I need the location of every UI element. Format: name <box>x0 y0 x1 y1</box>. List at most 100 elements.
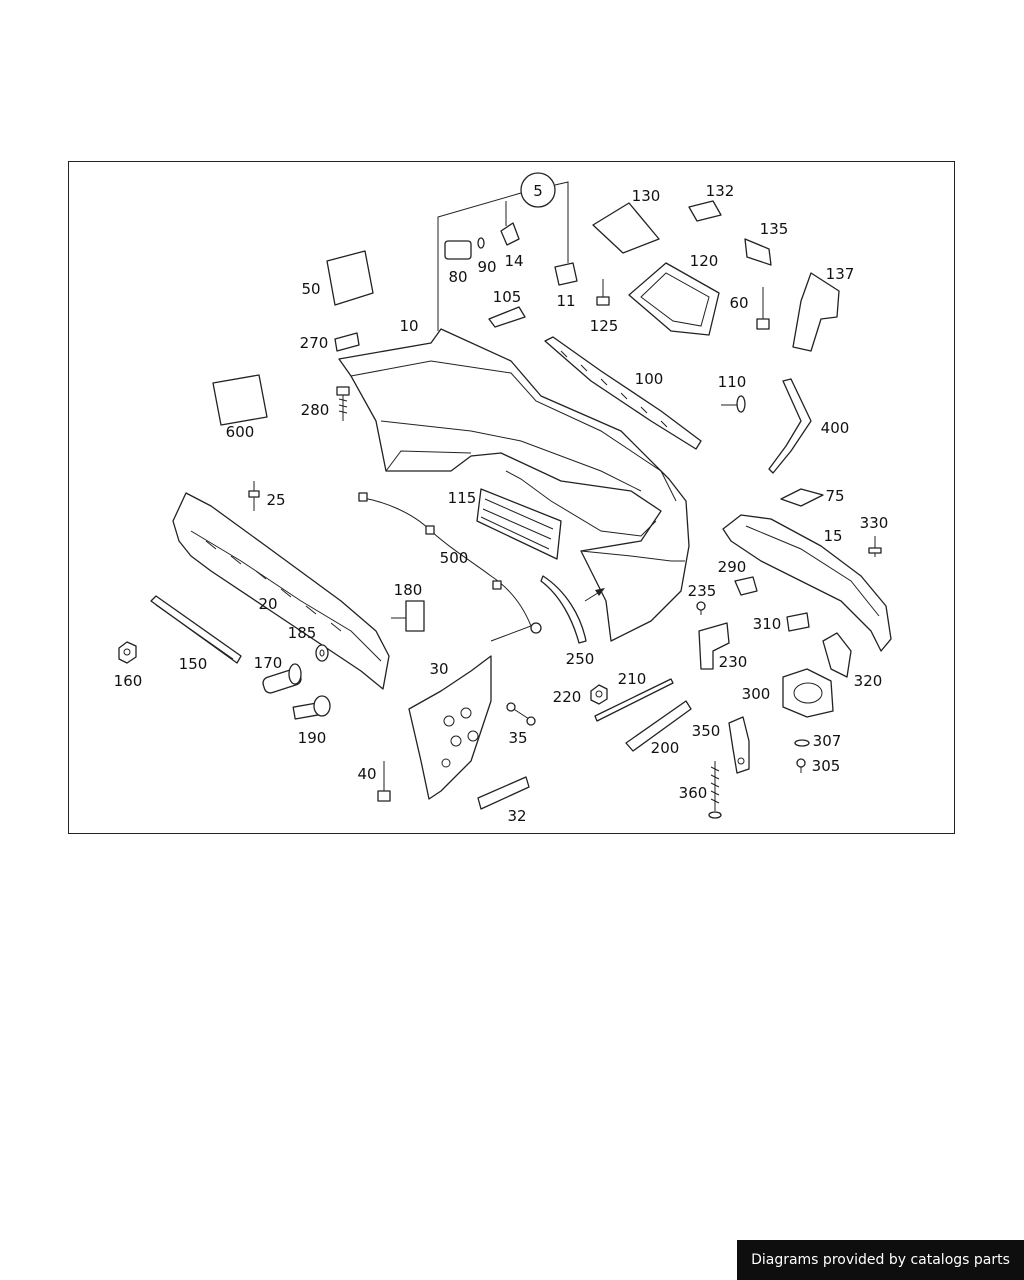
label-11: 11 <box>556 292 575 310</box>
trim-strip-210 <box>594 678 674 722</box>
label-230: 230 <box>719 653 748 671</box>
label-235: 235 <box>688 582 717 600</box>
plate-50 <box>326 250 374 306</box>
label-250: 250 <box>566 650 595 668</box>
label-280: 280 <box>301 401 330 419</box>
sensor-80 <box>444 240 472 260</box>
label-300: 300 <box>742 685 771 703</box>
grille-insert <box>476 488 562 560</box>
label-305: 305 <box>812 757 841 775</box>
clip-310 <box>786 612 810 632</box>
bracket-180 <box>391 600 425 632</box>
group-5-callout <box>437 172 569 331</box>
clip-290 <box>734 576 758 596</box>
label-10: 10 <box>399 317 418 335</box>
sticker-75 <box>780 488 824 507</box>
label-200: 200 <box>651 739 680 757</box>
label-60: 60 <box>729 294 748 312</box>
direction-arrow <box>584 588 605 602</box>
exploded-parts-diagram: 5 10 11 14 15 20 25 30 32 35 40 50 60 75… <box>114 172 892 825</box>
washer-90 <box>477 237 485 249</box>
label-132: 132 <box>706 182 735 200</box>
label-307: 307 <box>813 732 842 750</box>
bolt-190 <box>292 695 331 720</box>
label-105: 105 <box>493 288 522 306</box>
cover-130 <box>592 202 660 254</box>
label-270: 270 <box>300 334 329 352</box>
label-160: 160 <box>114 672 143 690</box>
label-150: 150 <box>179 655 208 673</box>
clip-270 <box>334 332 360 352</box>
label-125: 125 <box>590 317 619 335</box>
bolt-305 <box>796 758 806 773</box>
label-310: 310 <box>753 615 782 633</box>
bolt-330 <box>868 536 882 557</box>
bolt-235 <box>696 601 706 615</box>
label-220: 220 <box>553 688 582 706</box>
washer-185 <box>315 644 329 662</box>
reinforcement-strip <box>150 595 242 664</box>
label-400: 400 <box>821 419 850 437</box>
credit-banner: Diagrams provided by catalogs parts <box>737 1240 1024 1280</box>
label-290: 290 <box>718 558 747 576</box>
tailpipe-housing <box>782 668 834 718</box>
clip-132 <box>688 200 722 222</box>
bracket-350 <box>728 716 750 774</box>
frame-120 <box>628 262 720 336</box>
clip-135 <box>744 238 772 266</box>
label-40: 40 <box>357 765 376 783</box>
label-185: 185 <box>288 624 317 642</box>
screw-360 <box>708 761 722 819</box>
clip-14 <box>500 222 520 246</box>
reflector <box>477 776 530 810</box>
label-180: 180 <box>394 581 423 599</box>
nut-220 <box>590 684 608 705</box>
label-90: 90 <box>477 258 496 276</box>
side-trim-400 <box>768 378 812 474</box>
bracket-200 <box>625 700 692 752</box>
rivet-40 <box>377 761 391 802</box>
diffuser-15 <box>722 514 892 652</box>
label-170: 170 <box>254 654 283 672</box>
clip-35 <box>506 702 536 726</box>
bracket-320 <box>822 632 852 678</box>
label-600: 600 <box>226 423 255 441</box>
clip-110 <box>721 395 746 413</box>
upper-trim-100 <box>544 336 702 450</box>
label-360: 360 <box>679 784 708 802</box>
rivet-125 <box>596 279 610 306</box>
wiring-harness <box>358 492 542 642</box>
label-25: 25 <box>266 491 285 509</box>
trim-strip-250 <box>540 575 587 644</box>
lower-panel <box>408 655 492 800</box>
pad-105 <box>488 306 526 328</box>
label-130: 130 <box>632 187 661 205</box>
washer-307 <box>794 739 810 747</box>
label-137: 137 <box>826 265 855 283</box>
clip-11 <box>554 262 578 286</box>
label-35: 35 <box>508 729 527 747</box>
label-320: 320 <box>854 672 883 690</box>
label-115: 115 <box>448 489 477 507</box>
label-75: 75 <box>825 487 844 505</box>
cover-600 <box>212 374 268 426</box>
rivet-60 <box>756 287 770 330</box>
label-120: 120 <box>690 252 719 270</box>
label-330: 330 <box>860 514 889 532</box>
bolt-280 <box>336 386 350 421</box>
label-190: 190 <box>298 729 327 747</box>
label-135: 135 <box>760 220 789 238</box>
label-50: 50 <box>301 280 320 298</box>
bracket-230 <box>698 622 730 670</box>
bumper-carrier <box>172 492 390 690</box>
label-80: 80 <box>448 268 467 286</box>
label-20: 20 <box>258 595 277 613</box>
label-350: 350 <box>692 722 721 740</box>
nut <box>118 641 137 664</box>
label-210: 210 <box>618 670 647 688</box>
parts-diagram-frame: 5 10 11 14 15 20 25 30 32 35 40 50 60 75… <box>68 161 955 834</box>
bracket-137 <box>792 272 840 352</box>
bolt-25 <box>248 481 260 511</box>
spacer <box>262 663 302 694</box>
label-500: 500 <box>440 549 469 567</box>
